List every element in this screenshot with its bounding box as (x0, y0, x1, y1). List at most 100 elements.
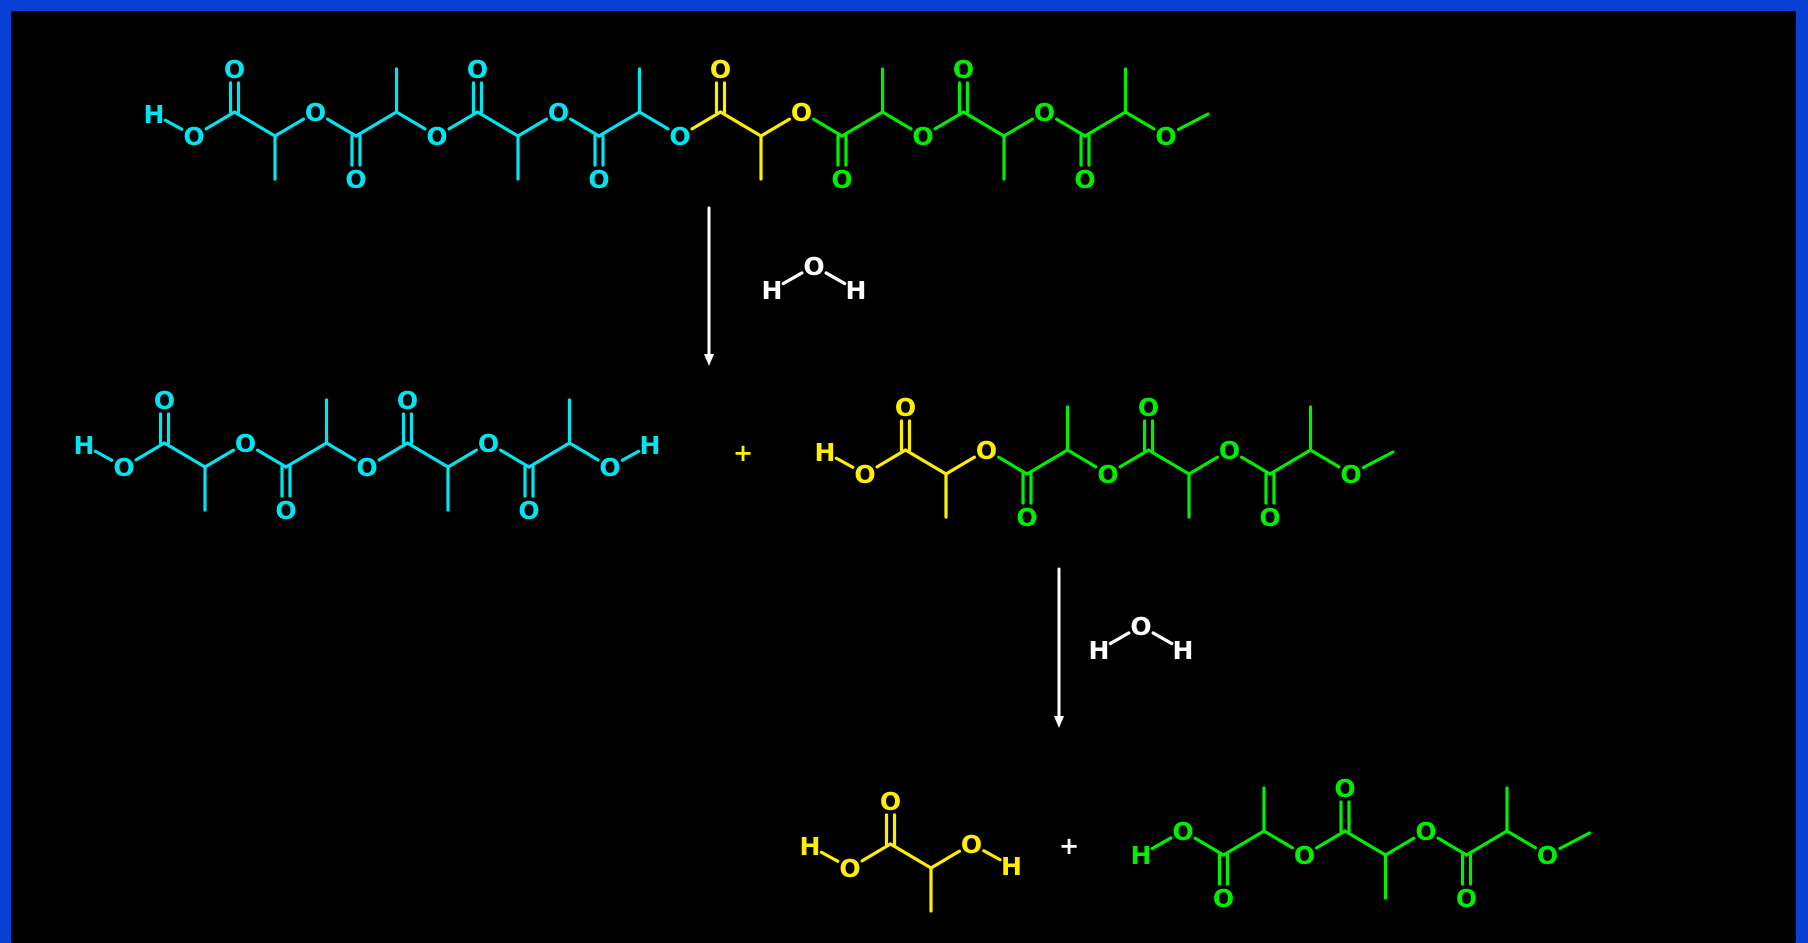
ester-oxygen-label: O (1219, 436, 1240, 465)
bond-line (527, 441, 572, 469)
water-hydrogen-label: H (846, 276, 867, 305)
ester-oxygen-label: O (791, 98, 812, 127)
carbonyl-oxygen-label: O (1074, 165, 1095, 194)
bond-line (405, 441, 450, 469)
water-bond-line (1108, 631, 1131, 646)
plus-sign: + (733, 439, 753, 467)
bond-line (516, 117, 549, 138)
bond-line (1343, 829, 1388, 857)
bond-line (944, 455, 977, 476)
terminal-methyl-bond-line (1176, 112, 1210, 132)
bond-line (1002, 117, 1035, 138)
bond-line (203, 448, 236, 469)
bond-line (134, 441, 167, 462)
carbonyl-oxygen-label: O (1213, 884, 1234, 913)
carbonyl-oxygen-label: O (1259, 503, 1280, 532)
bond-line (324, 441, 357, 462)
arrow-head (704, 354, 714, 366)
bond-line (860, 842, 893, 863)
carbonyl-oxygen-label: O (1334, 774, 1355, 803)
carbonyl-oxygen-label: O (345, 165, 366, 194)
bond-line (162, 441, 207, 469)
carbonyl-oxygen-label: O (895, 393, 916, 422)
bond-line (1308, 448, 1341, 469)
bond-line (1505, 829, 1538, 850)
hydroxyl-oxygen-label: O (839, 854, 860, 883)
ester-oxygen-label: O (1034, 98, 1055, 127)
water-oxygen-label: O (1130, 612, 1151, 641)
hydroxyl-oxygen-label: O (183, 122, 204, 151)
water-hydrogen-label: H (1173, 636, 1194, 665)
terminal-methyl-bond-line (1558, 831, 1592, 851)
bond-line (933, 110, 966, 131)
ester-oxygen-label: O (1415, 817, 1436, 846)
carbonyl-oxygen-label: O (224, 55, 245, 84)
bond-line (498, 448, 531, 469)
carbonyl-oxygen-label: O (1016, 503, 1037, 532)
carbonyl-oxygen-label: O (467, 55, 488, 84)
water-bond-line (824, 271, 847, 286)
ester-oxygen-label: O (478, 429, 499, 458)
ester-oxygen-label: O (426, 122, 447, 151)
bond-line (759, 117, 792, 138)
ester-oxygen-label: O (976, 436, 997, 465)
bond-line (93, 449, 114, 462)
bond-line (903, 448, 948, 476)
ester-oxygen-label: O (356, 453, 377, 482)
hydrogen-atom-label: H (74, 431, 95, 460)
water-reagent-2: OH H (1089, 612, 1194, 665)
ester-oxygen-label: O (1294, 841, 1315, 870)
bond-line (840, 110, 885, 138)
ester-oxygen-label: O (305, 98, 326, 127)
bond-line (255, 448, 288, 469)
bond-line (1083, 110, 1128, 138)
bond-line (1464, 829, 1509, 857)
ester-oxygen-label: O (599, 453, 620, 482)
bond-line (1314, 829, 1347, 850)
ester-oxygen-label: O (1537, 841, 1558, 870)
carbonyl-oxygen-label: O (831, 165, 852, 194)
bond-line (1187, 455, 1220, 476)
hydrogen-atom-label: H (640, 431, 661, 460)
bond-line (834, 456, 855, 469)
ester-oxygen-label: O (235, 429, 256, 458)
bond-line (163, 118, 184, 131)
bond-line (1025, 448, 1070, 476)
water-hydrogen-label: H (762, 276, 783, 305)
carbonyl-oxygen-label: O (275, 496, 296, 525)
carbonyl-oxygen-label: O (710, 55, 731, 84)
bond-line (325, 117, 358, 138)
bond-line (1221, 829, 1266, 857)
carbonyl-oxygen-label: O (397, 386, 418, 415)
bond-line (961, 110, 1006, 138)
bond-line (568, 117, 601, 138)
plus-sign: + (1059, 832, 1079, 860)
bond-line (982, 849, 1002, 862)
arrow-head (1054, 716, 1064, 728)
bond-line (1268, 448, 1313, 476)
bond-line (204, 110, 237, 131)
reaction-canvas (11, 11, 1796, 943)
water-hydrogen-label: H (1089, 636, 1110, 665)
hydrogen-atom-label: H (144, 100, 165, 129)
reaction-arrow-1 (704, 206, 714, 366)
ester-oxygen-label: O (548, 98, 569, 127)
hydrogen-atom-label: H (1131, 841, 1152, 870)
bond-line (273, 117, 306, 138)
hydrogen-atom-label: H (815, 438, 836, 467)
bond-line (1118, 448, 1151, 469)
hydroxyl-oxygen-label: O (1172, 817, 1193, 846)
bond-line (475, 110, 520, 138)
bond-line (354, 110, 399, 138)
bond-line (929, 849, 962, 870)
water-bond-line (1151, 631, 1174, 646)
bond-line (567, 441, 600, 462)
ester-oxygen-label: O (961, 830, 982, 859)
plus-sign-1: + (733, 439, 753, 467)
bond-line (1146, 448, 1191, 476)
